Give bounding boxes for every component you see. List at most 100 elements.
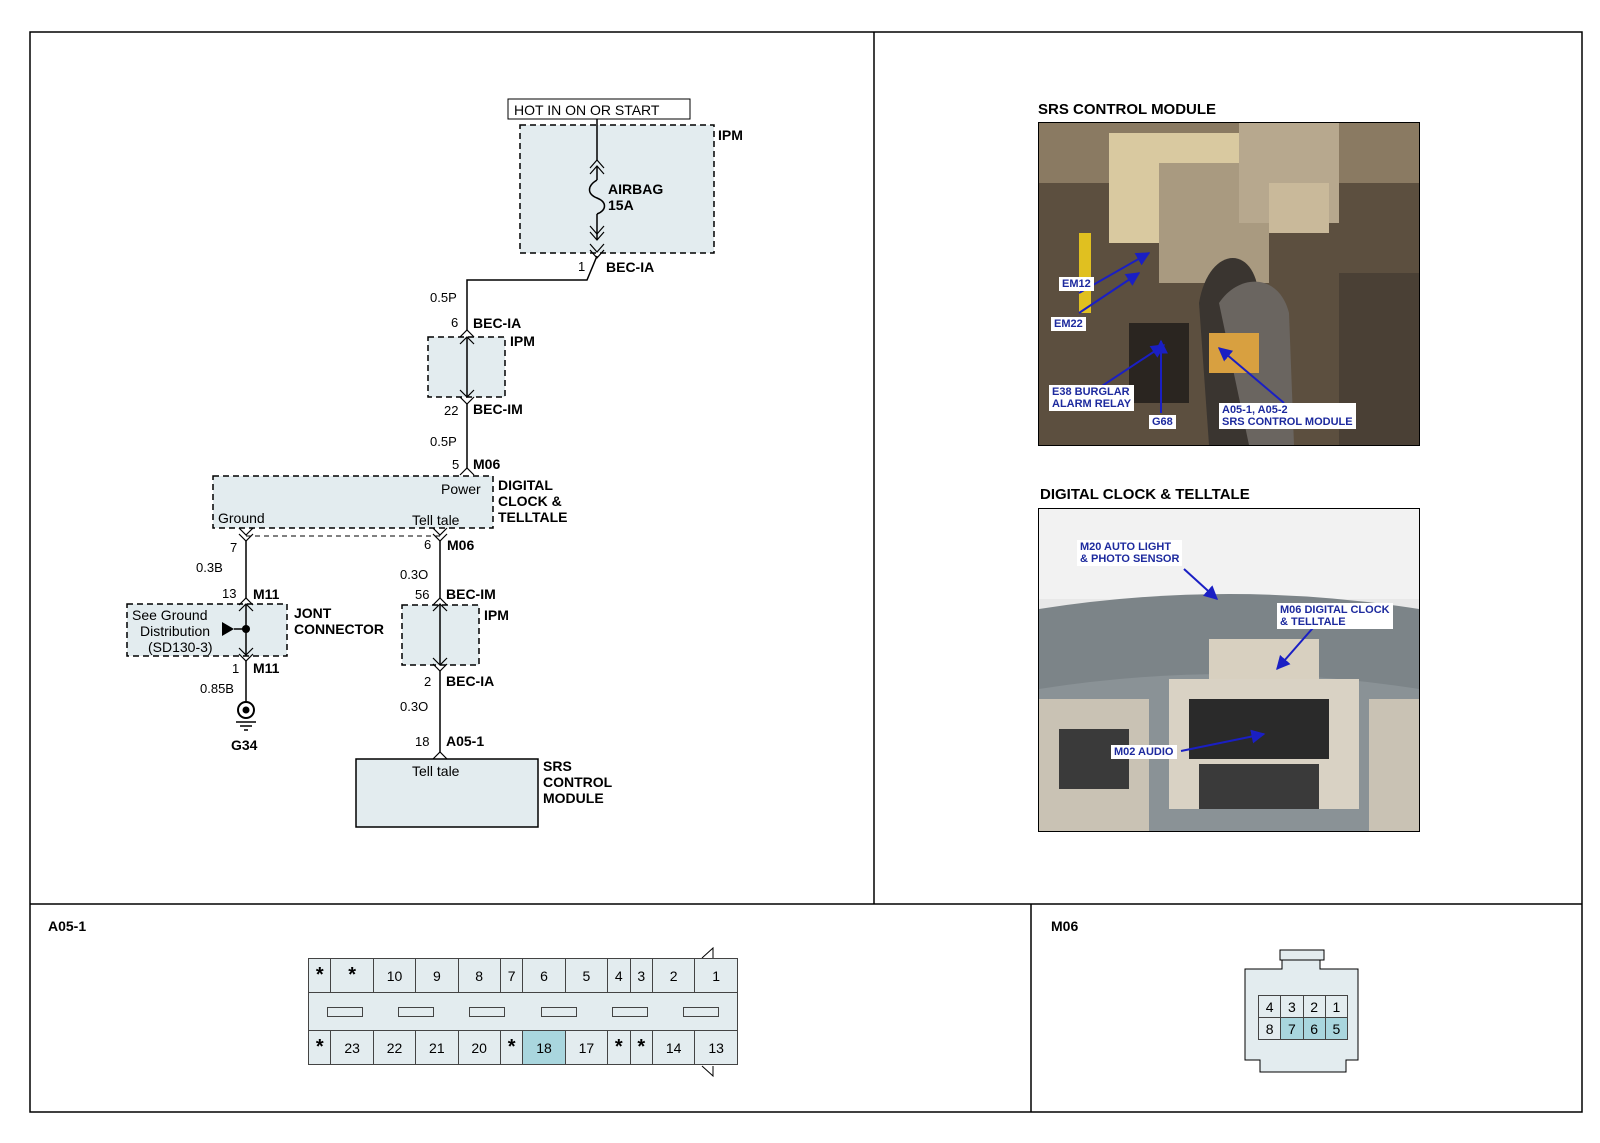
wire-spec: 0.3O xyxy=(400,567,429,582)
connector-code: M06 xyxy=(447,537,475,553)
callout-m06-clock: M06 DIGITAL CLOCK& TELLTALE xyxy=(1277,603,1393,629)
connector-pin-cell: 22 xyxy=(372,1030,417,1065)
clock-telltale-pin: Tell tale xyxy=(412,512,460,528)
connector-pin-cell: 21 xyxy=(415,1030,459,1065)
callout-em22: EM22 xyxy=(1051,317,1086,331)
pin-number: 1 xyxy=(232,661,240,676)
srs-telltale-pin: Tell tale xyxy=(412,763,460,779)
connector-pin-cell: 18 xyxy=(522,1030,566,1065)
connector-pin-cell: 2 xyxy=(1302,995,1326,1018)
connector-code: BEC-IA xyxy=(606,259,655,275)
connector-pin-cell: * xyxy=(307,958,332,993)
connector-pin-cell: 5 xyxy=(1324,1017,1349,1040)
srs-module-name: MODULE xyxy=(543,790,604,806)
ground-point-label: G34 xyxy=(231,737,258,753)
m06-pin5-terminal xyxy=(459,467,475,476)
pin-number: 18 xyxy=(415,734,430,749)
joint-note: Distribution xyxy=(140,623,211,639)
connector-pin-cell: 7 xyxy=(499,958,524,993)
m06-connector-latch xyxy=(1279,949,1325,961)
connector-key-row xyxy=(308,992,738,1031)
connector-pin-cell: 4 xyxy=(1257,995,1282,1018)
connector-code: A05-1 xyxy=(446,733,485,749)
connector-pin-cell: 7 xyxy=(1280,1017,1304,1040)
connector-pin-cell: 6 xyxy=(522,958,566,993)
connector-pin-cell: * xyxy=(629,1030,654,1065)
outer-frame xyxy=(29,31,1583,1113)
ipm-low-label: IPM xyxy=(484,607,509,623)
fuse-name: AIRBAG xyxy=(608,181,664,197)
callout-m20-sensor: M20 AUTO LIGHT& PHOTO SENSOR xyxy=(1077,540,1183,566)
pin-number: 13 xyxy=(222,586,237,601)
connector-code: BEC-IA xyxy=(473,315,522,331)
connector-pin-cell: 14 xyxy=(651,1030,696,1065)
m06-connector-title: M06 xyxy=(1051,918,1079,934)
connector-pin-cell: 3 xyxy=(629,958,654,993)
fuse-bottom-terminal xyxy=(589,225,605,241)
callout-em12: EM12 xyxy=(1059,277,1094,291)
connector-pin-cell: * xyxy=(330,958,374,993)
joint-connector-name: JONT xyxy=(294,605,332,621)
joint-connector-name: CONNECTOR xyxy=(294,621,384,637)
fuse-rating: 15A xyxy=(608,197,634,213)
joint-connector-box xyxy=(126,603,288,657)
srs-photo-title: SRS CONTROL MODULE xyxy=(1038,101,1217,118)
a05-pin18-terminal xyxy=(432,751,448,760)
ground-symbol xyxy=(237,701,255,719)
wire-spec: 0.3O xyxy=(400,699,429,714)
connector-pin-cell: 17 xyxy=(564,1030,609,1065)
a05-connector-title: A05-1 xyxy=(48,918,87,934)
supply-box xyxy=(507,98,691,120)
connector-pin-cell: 9 xyxy=(415,958,459,993)
connector-pin-cell: * xyxy=(307,1030,332,1065)
pin-number: 6 xyxy=(451,315,459,330)
connector-pin-cell: * xyxy=(499,1030,524,1065)
bec-ia-pin1-terminal xyxy=(589,243,605,259)
clock-power-pin: Power xyxy=(441,481,481,497)
srs-module-name: CONTROL xyxy=(543,774,613,790)
connector-code: M11 xyxy=(253,660,280,676)
connector-pin-cell: 23 xyxy=(330,1030,374,1065)
wire-spec: 0.5P xyxy=(430,290,457,305)
gnd-pin7-terminal xyxy=(238,527,254,542)
wire-spec: 0.3B xyxy=(196,560,223,575)
connector-pin-cell: 2 xyxy=(651,958,696,993)
wire-spec: 0.85B xyxy=(200,681,234,696)
srs-module-name: SRS xyxy=(543,758,572,774)
ipm-mid-label: IPM xyxy=(510,333,535,349)
connector-pin-cell: 13 xyxy=(694,1030,738,1065)
wire-0-5p-upper xyxy=(466,255,598,330)
connector-code: BEC-IM xyxy=(446,586,496,602)
connector-pin-cell: 5 xyxy=(564,958,609,993)
pin-number: 1 xyxy=(578,259,586,274)
clock-module-name: CLOCK & xyxy=(498,493,562,509)
pin-number: 7 xyxy=(230,540,238,555)
pin-number: 56 xyxy=(415,587,430,602)
connector-code: BEC-IM xyxy=(473,401,523,417)
srs-module-box xyxy=(355,758,539,828)
wire-spec: 0.5P xyxy=(430,434,457,449)
connector-pin-cell: 3 xyxy=(1280,995,1304,1018)
m06-pin6-terminal xyxy=(432,527,448,542)
clock-ground-pin: Ground xyxy=(218,510,265,526)
connector-pin-cell: 20 xyxy=(457,1030,501,1065)
connector-code: BEC-IA xyxy=(446,673,495,689)
pin-number: 22 xyxy=(444,403,459,418)
clock-location-photo: M20 AUTO LIGHT& PHOTO SENSOR M06 DIGITAL… xyxy=(1038,508,1420,832)
fuse-symbol xyxy=(588,179,606,215)
joint-note: (SD130-3) xyxy=(148,639,213,655)
ipm-top-label: IPM xyxy=(718,127,743,143)
pin-number: 5 xyxy=(452,457,460,472)
connector-code: M11 xyxy=(253,586,280,602)
clock-module-name: TELLTALE xyxy=(498,509,568,525)
connector-pin-cell: * xyxy=(607,1030,631,1065)
connector-pin-cell: 1 xyxy=(1324,995,1349,1018)
